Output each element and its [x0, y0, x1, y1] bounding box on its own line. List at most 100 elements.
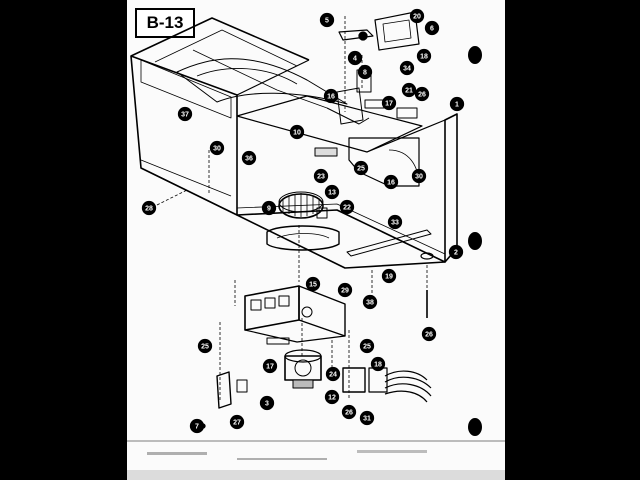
callout-bubble [347, 50, 363, 66]
callout-bubble [359, 338, 375, 354]
callout-number: 25 [357, 166, 365, 173]
callout-number: 17 [385, 101, 393, 108]
callout-20: 20 [409, 8, 425, 24]
callout-5: 5 [319, 12, 335, 28]
callout-27: 27 [229, 414, 245, 430]
callout-2: 2 [448, 244, 464, 260]
callout-number: 30 [213, 146, 221, 153]
callout-9: 9 [261, 200, 277, 216]
callout-bubble [337, 282, 353, 298]
callout-30: 30 [209, 140, 225, 156]
callout-25: 25 [353, 160, 369, 176]
control-cluster [314, 11, 420, 157]
callout-bubble [341, 404, 357, 420]
callout-number: 26 [418, 92, 426, 99]
callout-bubble [229, 414, 245, 430]
callout-bubble [357, 64, 373, 80]
mounting-bracket [244, 285, 346, 345]
callout-bubble [313, 168, 329, 184]
callout-26: 26 [414, 86, 430, 102]
callout-number: 34 [403, 66, 411, 73]
binder-hole [468, 232, 482, 250]
callout-number: 8 [363, 70, 367, 77]
callout-bubble [197, 338, 213, 354]
callout-29: 29 [337, 282, 353, 298]
callout-number: 24 [329, 372, 337, 379]
callout-23: 23 [313, 168, 329, 184]
callout-number: 37 [181, 112, 189, 119]
callout-bubble [401, 82, 417, 98]
callout-8: 8 [357, 64, 373, 80]
callout-number: 26 [425, 332, 433, 339]
exploded-parts-diagram: 5206418834171621261373036102830162313259… [127, 8, 505, 480]
callout-bubble [241, 150, 257, 166]
callout-bubble [324, 184, 340, 200]
callout-bubble [305, 276, 321, 292]
callout-number: 18 [374, 362, 382, 369]
blower-assembly [266, 191, 340, 251]
callout-bubble [424, 20, 440, 36]
callout-bubble [421, 326, 437, 342]
callout-16: 16 [323, 88, 339, 104]
callout-bubble [383, 174, 399, 190]
callout-25: 25 [359, 338, 375, 354]
callout-bubble [416, 48, 432, 64]
callout-number: 5 [325, 18, 329, 25]
callout-number: 2 [454, 250, 458, 257]
binder-hole [468, 46, 482, 64]
callout-number: 16 [387, 180, 395, 187]
callout-number: 28 [145, 206, 153, 213]
callout-number: 13 [328, 190, 336, 197]
callout-bubble [259, 395, 275, 411]
callout-15: 15 [305, 276, 321, 292]
callout-38: 38 [362, 294, 378, 310]
callout-6: 6 [424, 20, 440, 36]
callout-bubble [261, 200, 277, 216]
callout-21: 21 [401, 82, 417, 98]
callout-bubble [323, 88, 339, 104]
callout-18: 18 [370, 356, 386, 372]
callout-number: 36 [245, 156, 253, 163]
callout-13: 13 [324, 184, 340, 200]
callout-bubble [289, 124, 305, 140]
callout-3: 3 [259, 395, 275, 411]
callout-number: 33 [391, 220, 399, 227]
callout-28: 28 [141, 200, 157, 216]
callout-number: 25 [363, 344, 371, 351]
callout-number: 15 [309, 282, 317, 289]
callout-10: 10 [289, 124, 305, 140]
callout-bubble [387, 214, 403, 230]
callout-number: 23 [317, 174, 325, 181]
callout-number: 21 [405, 88, 413, 95]
callout-bubble [209, 140, 225, 156]
callout-bubble [399, 60, 415, 76]
callout-12: 12 [324, 389, 340, 405]
callout-30: 30 [411, 168, 427, 184]
binder-hole [468, 418, 482, 436]
callout-number: 1 [455, 102, 459, 109]
callout-7: 7 [189, 418, 205, 434]
callout-number: 6 [430, 26, 434, 33]
callout-number: 22 [343, 205, 351, 212]
callout-26: 26 [341, 404, 357, 420]
callout-bubble [262, 358, 278, 374]
scan-noise [127, 440, 505, 480]
callout-bubble [339, 199, 355, 215]
callout-number: 3 [265, 401, 269, 408]
callout-number: 31 [363, 416, 371, 423]
callout-number: 16 [327, 94, 335, 101]
callout-36: 36 [241, 150, 257, 166]
callout-bubble [381, 95, 397, 111]
callout-number: 27 [233, 420, 241, 427]
callout-number: 4 [353, 56, 357, 63]
callout-number: 12 [328, 395, 336, 402]
callout-bubble [324, 389, 340, 405]
callout-22: 22 [339, 199, 355, 215]
callout-26: 26 [421, 326, 437, 342]
callout-number: 7 [195, 424, 199, 431]
callout-33: 33 [387, 214, 403, 230]
callout-number: 18 [420, 54, 428, 61]
callout-bubble [359, 410, 375, 426]
callout-number: 17 [266, 364, 274, 371]
diagram-title: B-13 [146, 13, 184, 32]
